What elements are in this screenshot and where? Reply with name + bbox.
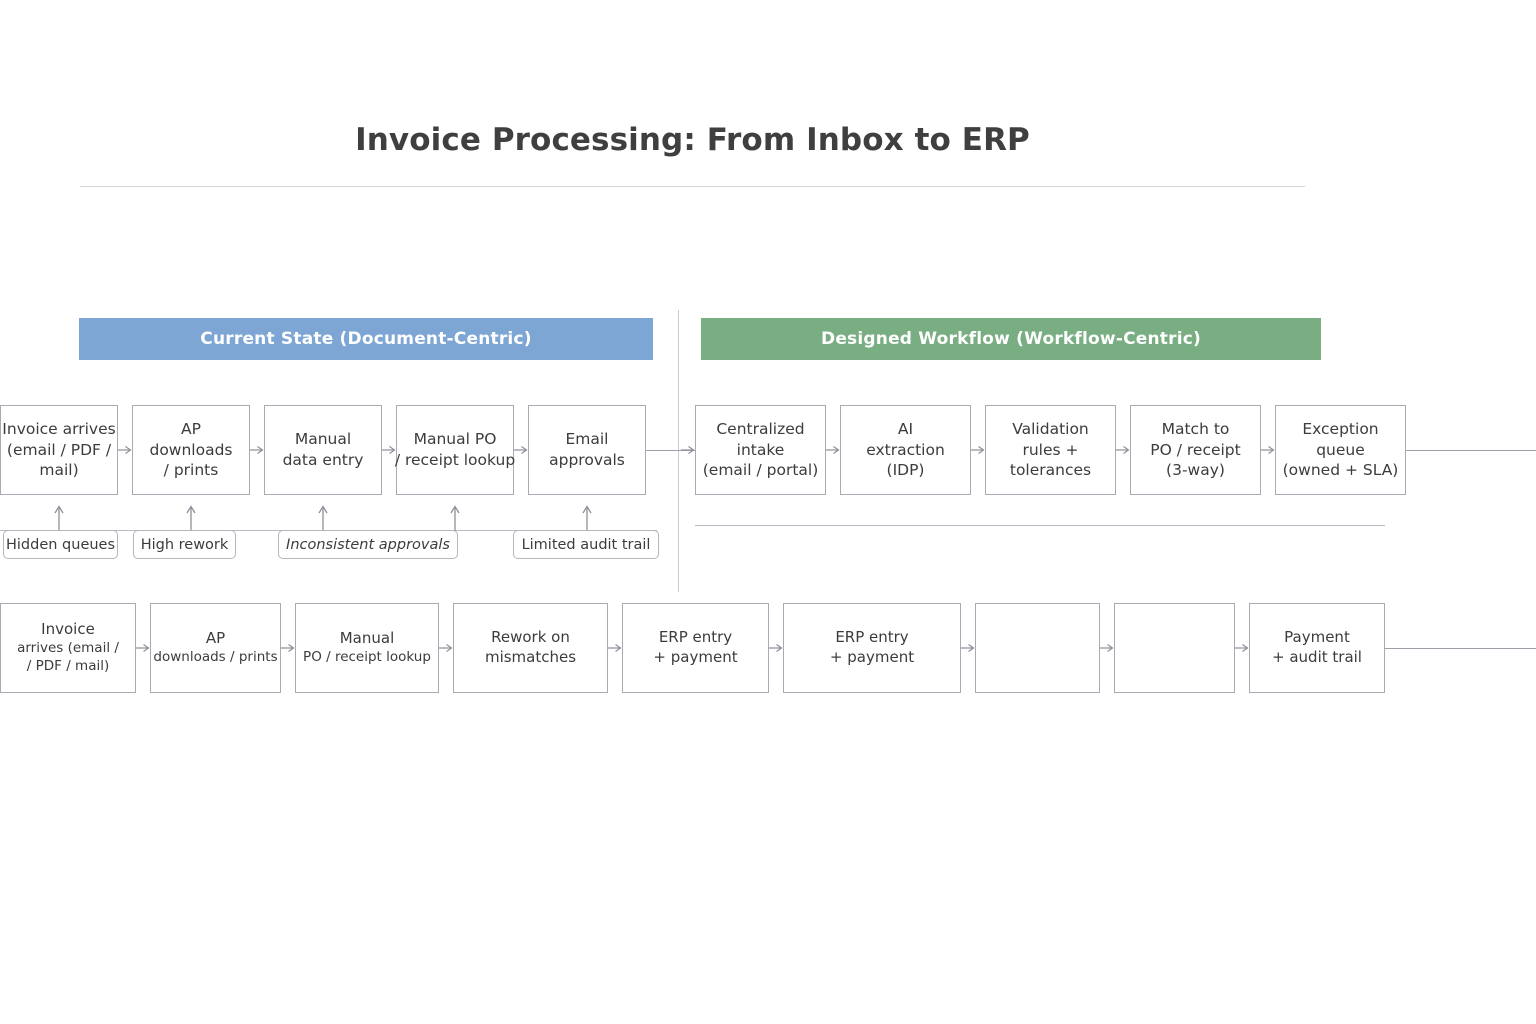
pain-point-pill-2[interactable]: High rework [133,530,236,559]
arrow-up-icon [317,505,329,531]
bottom-step-7[interactable] [975,603,1100,693]
box-text-line: rules + [1022,440,1079,459]
box-text-line: Payment [1284,628,1350,647]
box-text-line: downloads [149,440,233,459]
arrow-right-icon [1100,641,1114,655]
box-text-line: Manual [294,430,352,449]
box-text-line: Manual PO [413,430,497,449]
arrow-right-icon [250,443,264,457]
box-text-line: + payment [653,648,738,666]
box-text-line: data entry [282,451,364,469]
box-text-line: Exception [1302,420,1379,439]
box-text-line: Validation [1012,420,1089,439]
box-text-line: ERP entry [658,628,733,647]
box-text-line: / PDF / mail) [26,657,110,674]
box-text-line: (email / PDF / [6,440,112,459]
right-section-baseline-rule [695,525,1385,526]
box-text-line: mismatches [484,648,577,666]
arrow-right-icon [136,641,150,655]
arrow-right-icon [514,443,528,457]
arrow-up-icon [449,505,461,531]
arrow-right-icon [1235,641,1249,655]
box-text-line: (IDP) [886,461,925,480]
arrow-right-icon [439,641,453,655]
title-divider [80,186,1305,187]
pain-point-pill-1[interactable]: Hidden queues [3,530,118,559]
arrow-right-icon [118,443,132,457]
arrow-right-icon [769,641,783,655]
arrow-up-icon [185,505,197,531]
arrow-up-icon [581,505,593,531]
box-text-line: intake [736,440,785,459]
arrow-right-icon [961,641,975,655]
designed-workflow-tail [1406,450,1536,451]
box-text-line: AP [205,629,226,648]
current-state-step-4[interactable]: Manual PO / receipt lookup [394,405,516,495]
box-text-line: mail) [39,461,79,480]
box-text-line: Invoice [41,620,95,639]
box-text-line: extraction [866,440,945,459]
box-text-line: downloads / prints [153,648,278,665]
box-text-line: arrives (email / [17,640,119,657]
box-text-line: (3-way) [1166,461,1225,480]
current-state-step-5[interactable]: Email approvals [528,405,646,495]
box-text-line: Email [565,430,609,449]
box-text-line: AI [897,420,914,439]
box-text-line: + payment [829,648,915,666]
arrow-right-icon [1261,443,1275,457]
bottom-flow-tail [1385,648,1536,649]
arrow-right-icon [681,443,695,457]
section-header-designed-workflow: Designed Workflow (Workflow-Centric) [701,318,1321,360]
section-header-current-state: Current State (Document-Centric) [79,318,653,360]
box-text-line: (email / portal) [702,461,819,480]
arrow-right-icon [971,443,985,457]
arrow-right-icon [382,443,396,457]
bottom-step-6[interactable]: ERP entry+ payment [783,603,961,693]
cross-section-connector [646,450,695,451]
box-text-line: Match to [1161,420,1230,439]
pain-point-pill-3[interactable]: Inconsistent approvals [278,530,458,559]
arrow-right-icon [281,641,295,655]
box-text-line: / receipt lookup [394,451,516,469]
box-text-line: + audit trail [1272,648,1362,666]
bottom-step-8[interactable] [1114,603,1235,693]
arrow-right-icon [608,641,622,655]
page-title: Invoice Processing: From Inbox to ERP [355,122,1030,158]
arrow-up-icon [53,505,65,531]
box-text-line: AP [181,420,201,439]
box-text-line: Centralized [716,420,805,439]
box-text-line: PO / receipt lookup [303,648,431,665]
bottom-step-5[interactable]: ERP entry+ payment [622,603,769,693]
box-text-line: queue [1316,440,1365,459]
arrow-right-icon [826,443,840,457]
box-text-line: Invoice arrives [2,420,116,439]
box-text-line: ERP entry [835,628,909,647]
box-text-line: tolerances [1009,461,1092,480]
arrow-right-icon [1116,443,1130,457]
box-text-line: Manual [339,629,395,648]
bottom-step-9[interactable]: Payment+ audit trail [1249,603,1385,693]
current-state-step-3[interactable]: Manual data entry [264,405,382,495]
box-text-line: approvals [549,451,625,469]
box-text-line: (owned + SLA) [1282,461,1399,480]
box-text-line: PO / receipt [1150,440,1241,459]
pain-point-pill-4[interactable]: Limited audit trail [513,530,659,559]
vertical-divider [678,310,679,592]
box-text-line: / prints [163,461,219,480]
box-text-line: Rework on [491,628,570,647]
current-state-step-1[interactable]: Invoice arrives(email / PDF / mail) [0,405,118,495]
